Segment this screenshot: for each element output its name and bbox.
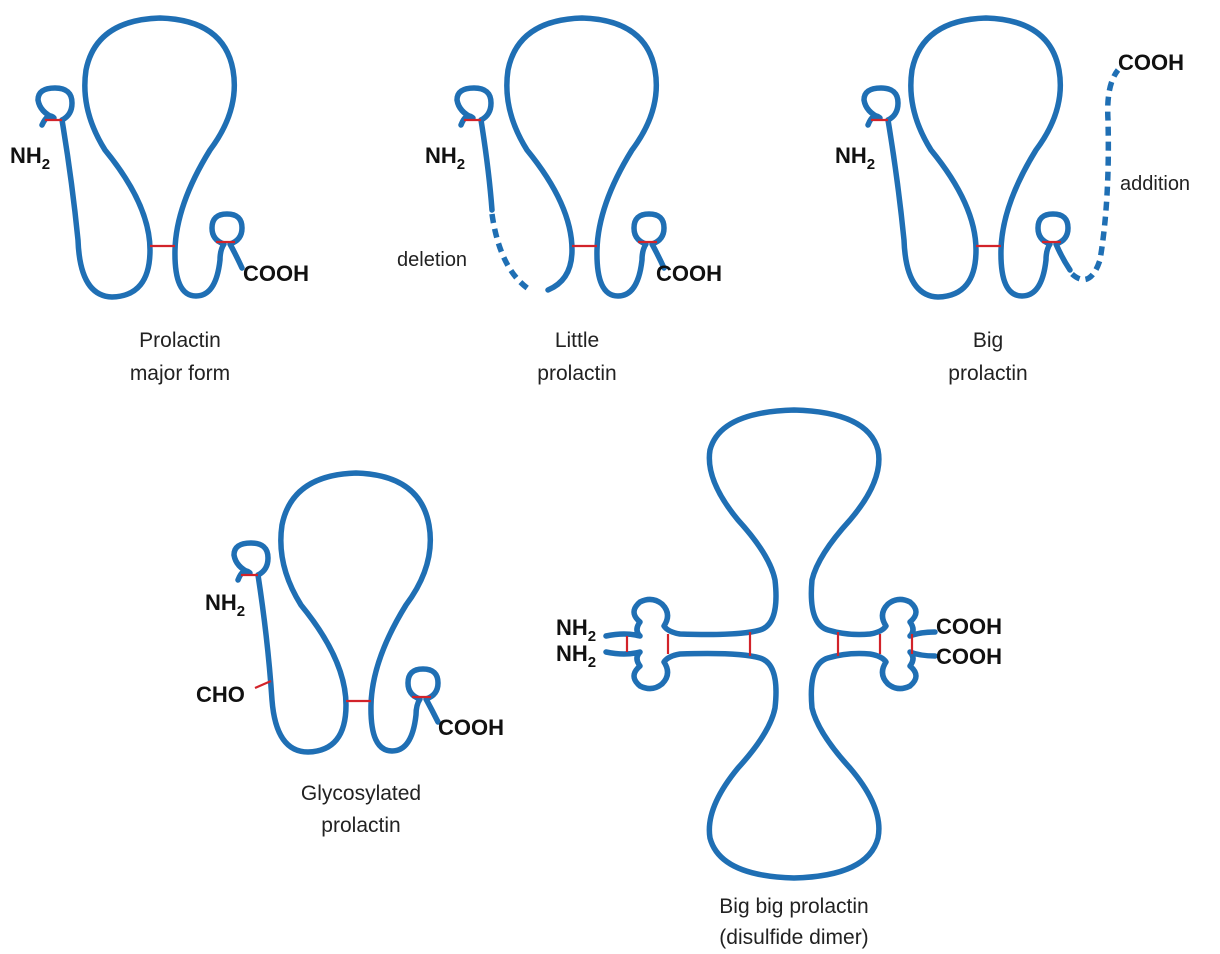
glycosylated-prolactin-strand [234, 473, 438, 752]
big-prolactin-caption-line1: Big [973, 329, 1003, 352]
little-prolactin-cooh-label: COOH [656, 261, 722, 286]
little-prolactin-strand-main [507, 18, 664, 296]
glycosylated-caption-line1: Glycosylated [301, 782, 421, 805]
little-prolactin-caption-line2: prolactin [537, 362, 616, 385]
dimer-caption-line2: (disulfide dimer) [719, 926, 868, 949]
glycosylated-cooh-label: COOH [438, 715, 504, 740]
major-form-strand [38, 18, 242, 297]
big-prolactin-strand [864, 18, 1070, 297]
dimer-cooh-label-top: COOH [936, 614, 1002, 639]
dimer-upper-strand [606, 410, 935, 636]
major-form-cooh-label: COOH [243, 261, 309, 286]
dimer-cooh-label-bottom: COOH [936, 644, 1002, 669]
big-prolactin-nh2-label: NH2 [835, 143, 875, 173]
glycosylated-nh2-label: NH2 [205, 590, 245, 620]
big-prolactin-cooh-label: COOH [1118, 50, 1184, 75]
big-prolactin-added-segment [1072, 70, 1118, 280]
glycosylated-caption-line2: prolactin [321, 814, 400, 837]
glycosylated-prolactin-molecule: NH2 CHO COOH Glycosylated prolactin [196, 473, 504, 837]
dimer-nh2-label-bottom: NH2 [556, 641, 596, 671]
little-prolactin-nh2-label: NH2 [425, 143, 465, 173]
dimer-caption-line1: Big big prolactin [719, 895, 868, 918]
cho-label: CHO [196, 682, 245, 707]
little-prolactin-caption-line1: Little [555, 329, 599, 352]
addition-label: addition [1120, 173, 1190, 195]
little-prolactin-deleted-segment [492, 214, 530, 290]
big-prolactin-molecule: NH2 COOH addition Big prolactin [835, 18, 1190, 385]
major-form-caption-line2: major form [130, 362, 230, 385]
big-big-prolactin-molecule: NH2 NH2 COOH COOH Big big prolactin (dis… [556, 410, 1002, 949]
deletion-label: deletion [397, 249, 467, 271]
major-form-caption-line1: Prolactin [139, 329, 221, 352]
little-prolactin-molecule: NH2 COOH deletion Little prolactin [397, 18, 722, 385]
major-form-molecule: NH2 COOH Prolactin major form [10, 18, 309, 385]
dimer-lower-strand [606, 652, 935, 878]
little-prolactin-strand-solid [457, 88, 492, 210]
major-form-nh2-label: NH2 [10, 143, 50, 173]
big-prolactin-caption-line2: prolactin [948, 362, 1027, 385]
